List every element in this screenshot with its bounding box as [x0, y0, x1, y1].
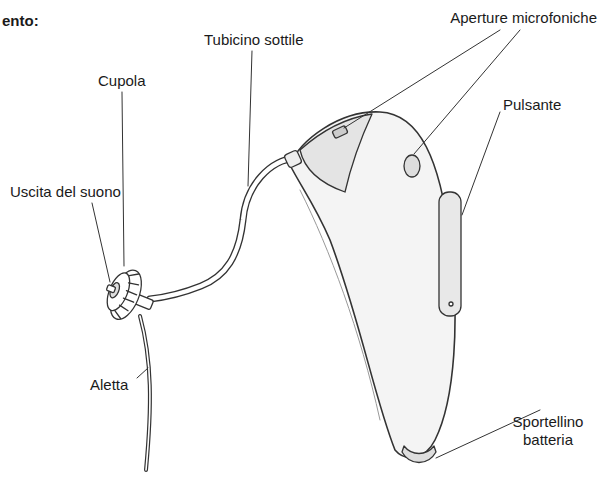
battery-door	[402, 446, 436, 463]
thin-tube	[150, 158, 296, 299]
body-edge	[300, 190, 380, 420]
thin-tube-inner	[150, 158, 296, 299]
part-label: Cupola	[98, 72, 146, 90]
part-label: Aperture microfoniche	[450, 9, 597, 27]
aletta-line-inner	[140, 316, 150, 470]
hearing-aid-body	[290, 112, 455, 458]
part-label: Pulsante	[503, 96, 561, 114]
leader-lines	[92, 30, 540, 458]
part-label: Uscita del suono	[10, 183, 121, 201]
mic-opening-side	[404, 155, 420, 177]
top-cover	[300, 114, 372, 192]
heading-fragment: ento:	[2, 12, 39, 30]
part-label: Aletta	[90, 376, 128, 394]
part-label: Sportellino batteria	[500, 413, 596, 449]
part-label: Tubicino sottile	[204, 31, 304, 49]
push-button	[439, 192, 461, 316]
dome	[98, 263, 162, 329]
aletta-line	[140, 316, 150, 470]
tube-connector	[284, 150, 303, 169]
